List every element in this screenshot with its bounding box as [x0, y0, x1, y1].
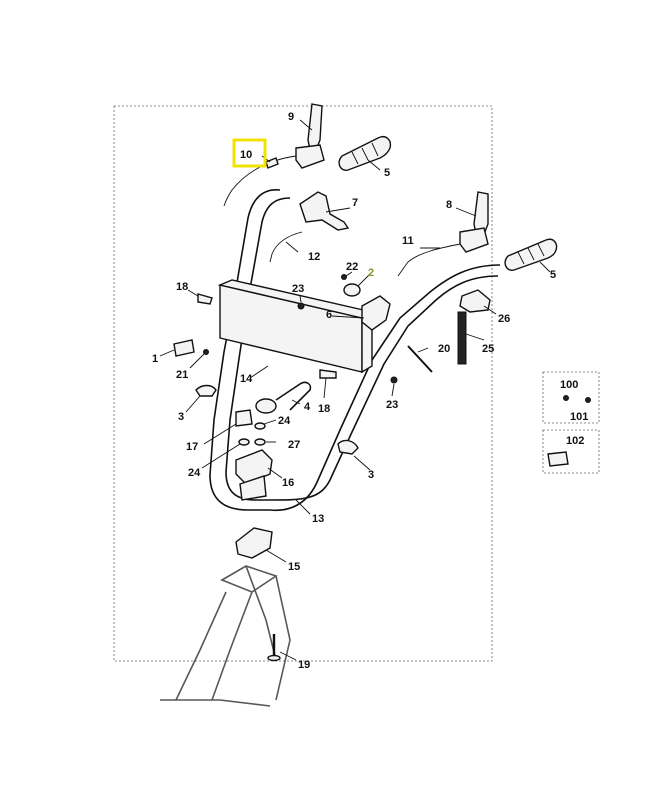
callout-labels: 9 10 5 7 12 8 11 5 22 2 23 6 26 25 20 23… — [152, 111, 588, 671]
lever-9 — [295, 103, 325, 169]
bracket-26 — [459, 289, 491, 313]
callout-25: 25 — [482, 343, 494, 355]
leader-lines — [159, 119, 551, 661]
callout-9: 9 — [288, 111, 294, 123]
highlight-box — [232, 138, 267, 168]
rod-20 — [407, 345, 433, 373]
guide-3b — [337, 439, 359, 455]
callout-3-right: 3 — [368, 469, 374, 481]
callout-101: 101 — [570, 411, 588, 423]
callout-100: 100 — [560, 379, 578, 391]
callout-1: 1 — [152, 353, 158, 365]
assembly-frame — [113, 105, 493, 662]
callout-23-top: 23 — [292, 283, 304, 295]
kit-box-102 — [542, 429, 600, 474]
callout-5-right: 5 — [550, 269, 556, 281]
washer-24b — [254, 422, 266, 430]
pivot-16 — [235, 449, 273, 485]
callout-8: 8 — [446, 199, 452, 211]
washer-27 — [254, 438, 266, 446]
knob-17 — [235, 409, 253, 427]
callout-19: 19 — [298, 659, 310, 671]
screw-22 — [341, 274, 347, 280]
callout-102: 102 — [566, 435, 584, 447]
crank-4 — [255, 381, 312, 414]
callout-16: 16 — [282, 477, 294, 489]
lever-8 — [459, 191, 489, 253]
switch-6 — [361, 295, 391, 331]
cable-12 — [269, 231, 303, 263]
bolt-18b — [319, 369, 337, 379]
screw-21 — [203, 349, 209, 355]
callout-10: 10 — [240, 149, 252, 161]
callout-12: 12 — [308, 251, 320, 263]
callout-27: 27 — [288, 439, 300, 451]
control-panel — [217, 279, 374, 374]
callout-14: 14 — [240, 373, 253, 385]
callout-15: 15 — [288, 561, 300, 573]
callout-7: 7 — [352, 197, 358, 209]
strap-25 — [457, 311, 467, 365]
bracket-15 — [235, 527, 273, 559]
nut-23b — [390, 376, 398, 384]
callout-23-bottom: 23 — [386, 399, 398, 411]
callout-26: 26 — [498, 313, 510, 325]
kit-box-100-101 — [542, 371, 600, 424]
clip-1 — [173, 339, 195, 357]
callout-18-bottom: 18 — [318, 403, 330, 415]
cable-10 — [223, 155, 297, 207]
callout-21: 21 — [176, 369, 188, 381]
callout-5-top: 5 — [384, 167, 390, 179]
callout-17: 17 — [186, 441, 198, 453]
callout-22: 22 — [346, 261, 358, 273]
part-101 — [585, 397, 591, 403]
callout-20: 20 — [438, 343, 450, 355]
grip-5-top — [338, 136, 392, 171]
nut-23a — [297, 302, 305, 310]
washer-24a — [238, 438, 250, 446]
bolt-19 — [267, 634, 281, 662]
part-102 — [547, 451, 569, 467]
knob-2 — [343, 283, 361, 297]
callout-24-right: 24 — [278, 415, 291, 427]
callout-6: 6 — [326, 309, 332, 321]
callout-11: 11 — [402, 235, 414, 247]
callout-3-left: 3 — [178, 411, 184, 423]
lower-frame — [160, 565, 291, 707]
guide-3a — [195, 384, 217, 397]
part-100 — [563, 395, 569, 401]
callout-4: 4 — [304, 401, 311, 413]
grip-5-right — [504, 238, 558, 271]
cable-11 — [397, 243, 461, 277]
callout-2: 2 — [368, 267, 374, 279]
callout-18-top: 18 — [176, 281, 188, 293]
callout-24-left: 24 — [188, 467, 201, 479]
callout-13: 13 — [312, 513, 324, 525]
bolt-18a — [197, 293, 213, 305]
lever-7 — [299, 191, 350, 231]
